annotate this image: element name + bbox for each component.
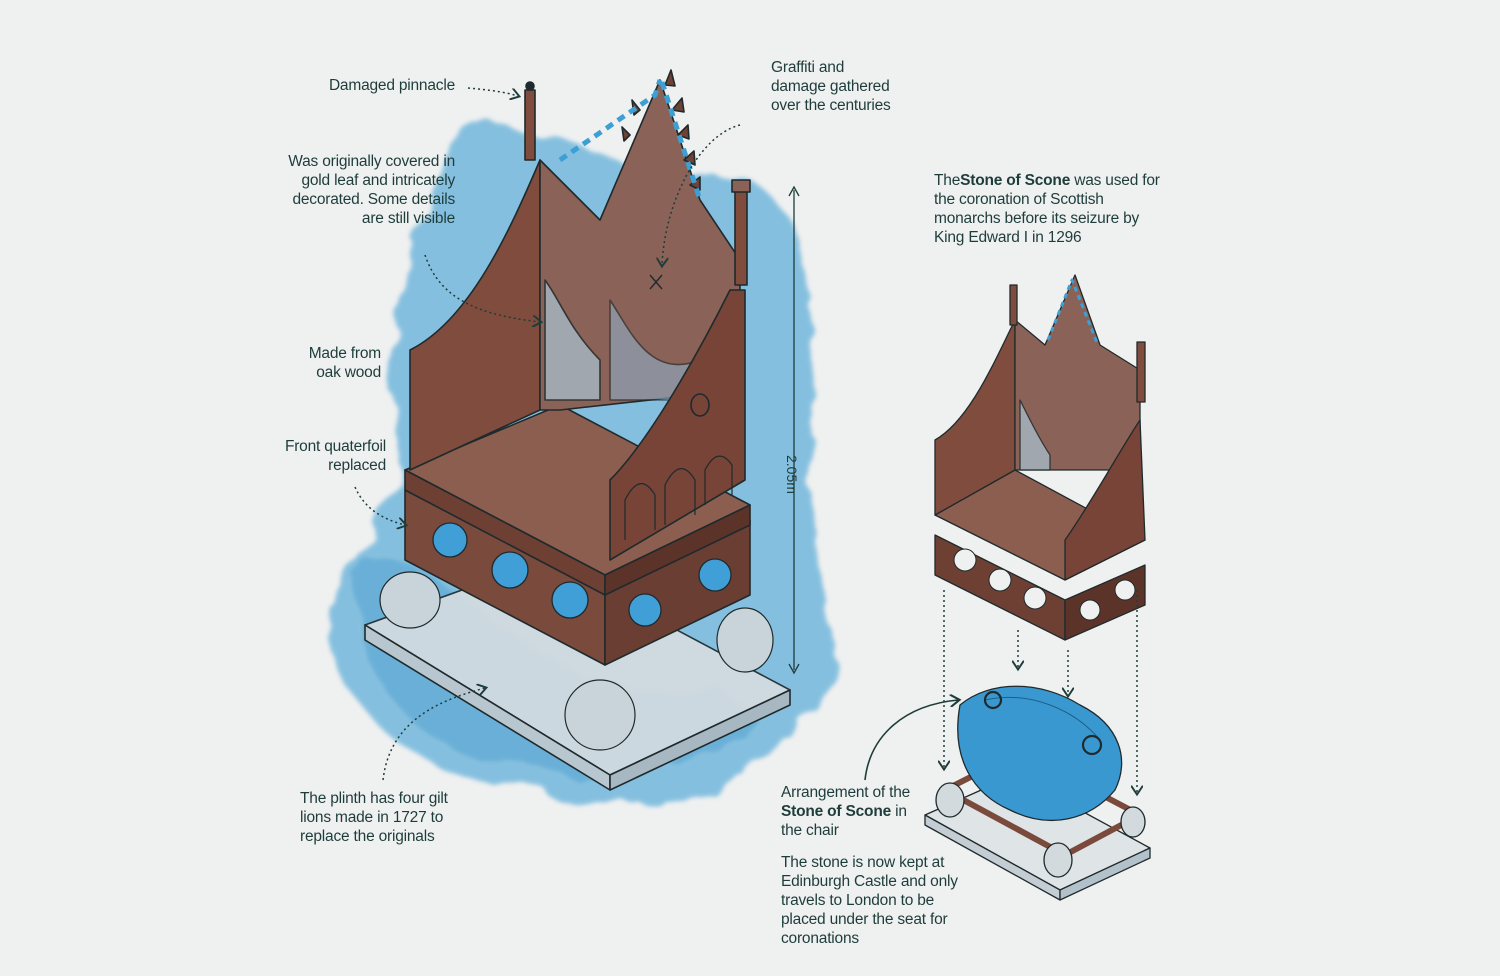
annotation-damaged-pinnacle: Damaged pinnacle <box>328 77 455 94</box>
annotation-oak-wood: Made from oak wood <box>308 345 381 381</box>
leader-gold-leaf <box>424 254 540 322</box>
small-chair-illustration <box>934 274 1146 641</box>
leader-plinth <box>382 688 485 781</box>
arrangement-caption: Arrangement of the Stone of Scone in the… <box>781 784 911 839</box>
leader-pinnacle <box>467 87 518 96</box>
stone-of-scone-illustration <box>924 685 1151 901</box>
annotation-quaterfoil: Front quaterfoil replaced <box>284 438 386 474</box>
stone-intro-text: TheStone of Scone was used for the coron… <box>934 172 1160 246</box>
annotation-gold-leaf: Was originally covered in gold leaf and … <box>288 153 455 227</box>
leader-graffiti <box>662 124 741 265</box>
annotation-plinth: The plinth has four gilt lions made in 1… <box>300 790 448 845</box>
annotation-graffiti: Graffiti and damage gathered over the ce… <box>771 59 891 114</box>
arrangement-arrow <box>864 700 958 781</box>
stone-now-caption: The stone is now kept at Edinburgh Castl… <box>781 854 958 947</box>
height-dimension-label: 2.05m <box>784 455 800 494</box>
coronation-chair-illustration <box>364 69 791 791</box>
assembly-arrows <box>944 590 1137 793</box>
leader-quaterfoil <box>354 486 405 525</box>
height-dimension-arrow <box>788 185 800 675</box>
leader-lines <box>354 87 741 781</box>
